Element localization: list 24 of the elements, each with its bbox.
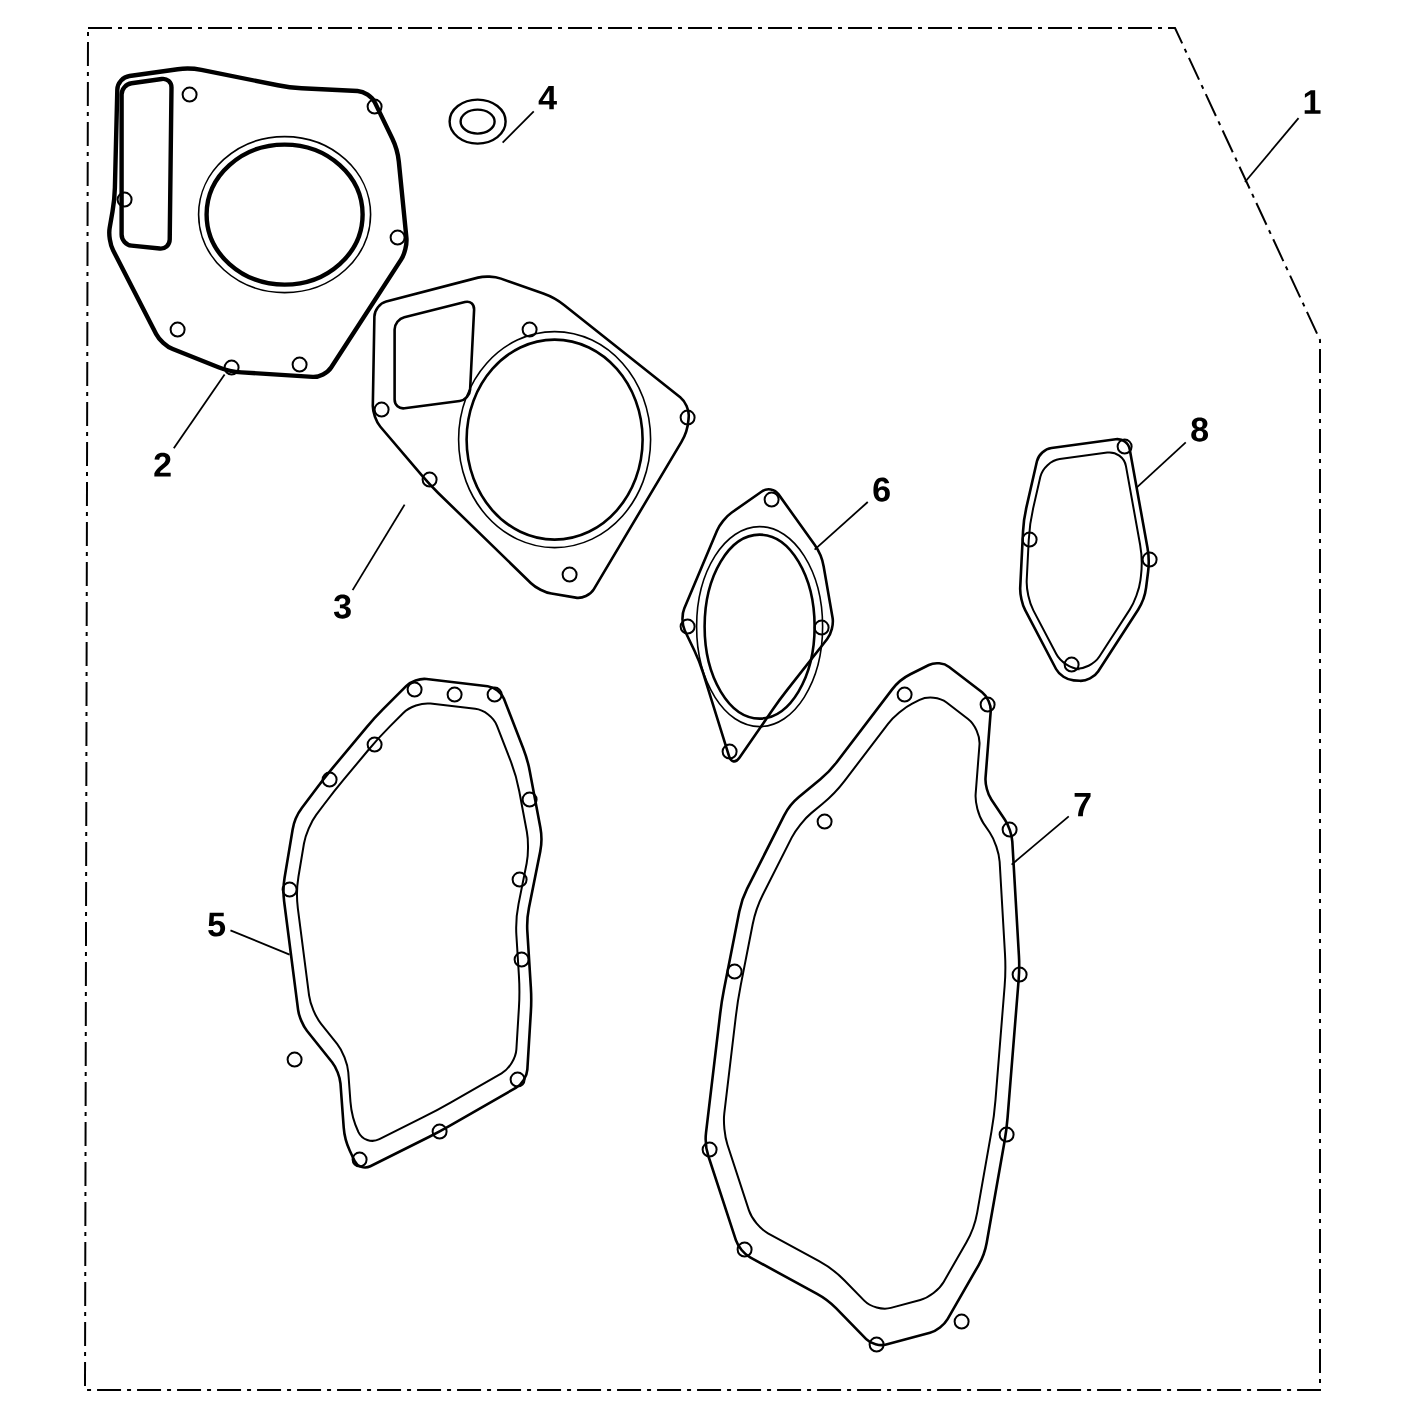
- callout-number: 1: [1304, 90, 1321, 114]
- callout-number: 8: [1191, 417, 1209, 442]
- gasket-drawing: [107, 66, 409, 380]
- leader-line: [1244, 117, 1300, 183]
- leader-line: [172, 373, 226, 450]
- gasket-drawing: [448, 98, 507, 145]
- gasket-drawing: [1018, 437, 1158, 683]
- callout-number: 6: [873, 477, 890, 502]
- dashed-frame: [84, 27, 1321, 1391]
- leader-line: [351, 503, 406, 592]
- callout-number: 4: [538, 85, 557, 110]
- gasket-drawing: [701, 661, 1028, 1353]
- leader-line: [1135, 441, 1187, 489]
- leader-line: [1010, 815, 1070, 866]
- leader-line: [813, 501, 869, 551]
- callout-number: 3: [333, 594, 351, 619]
- callout-number: 5: [208, 912, 226, 937]
- leader-line: [501, 110, 535, 144]
- callout-number: 7: [1074, 792, 1091, 817]
- callout-number: 2: [154, 452, 171, 477]
- leader-line: [229, 929, 291, 956]
- gasket-drawing: [281, 677, 543, 1169]
- gasket-drawing: [371, 275, 696, 600]
- gasket-drawing: [679, 488, 835, 763]
